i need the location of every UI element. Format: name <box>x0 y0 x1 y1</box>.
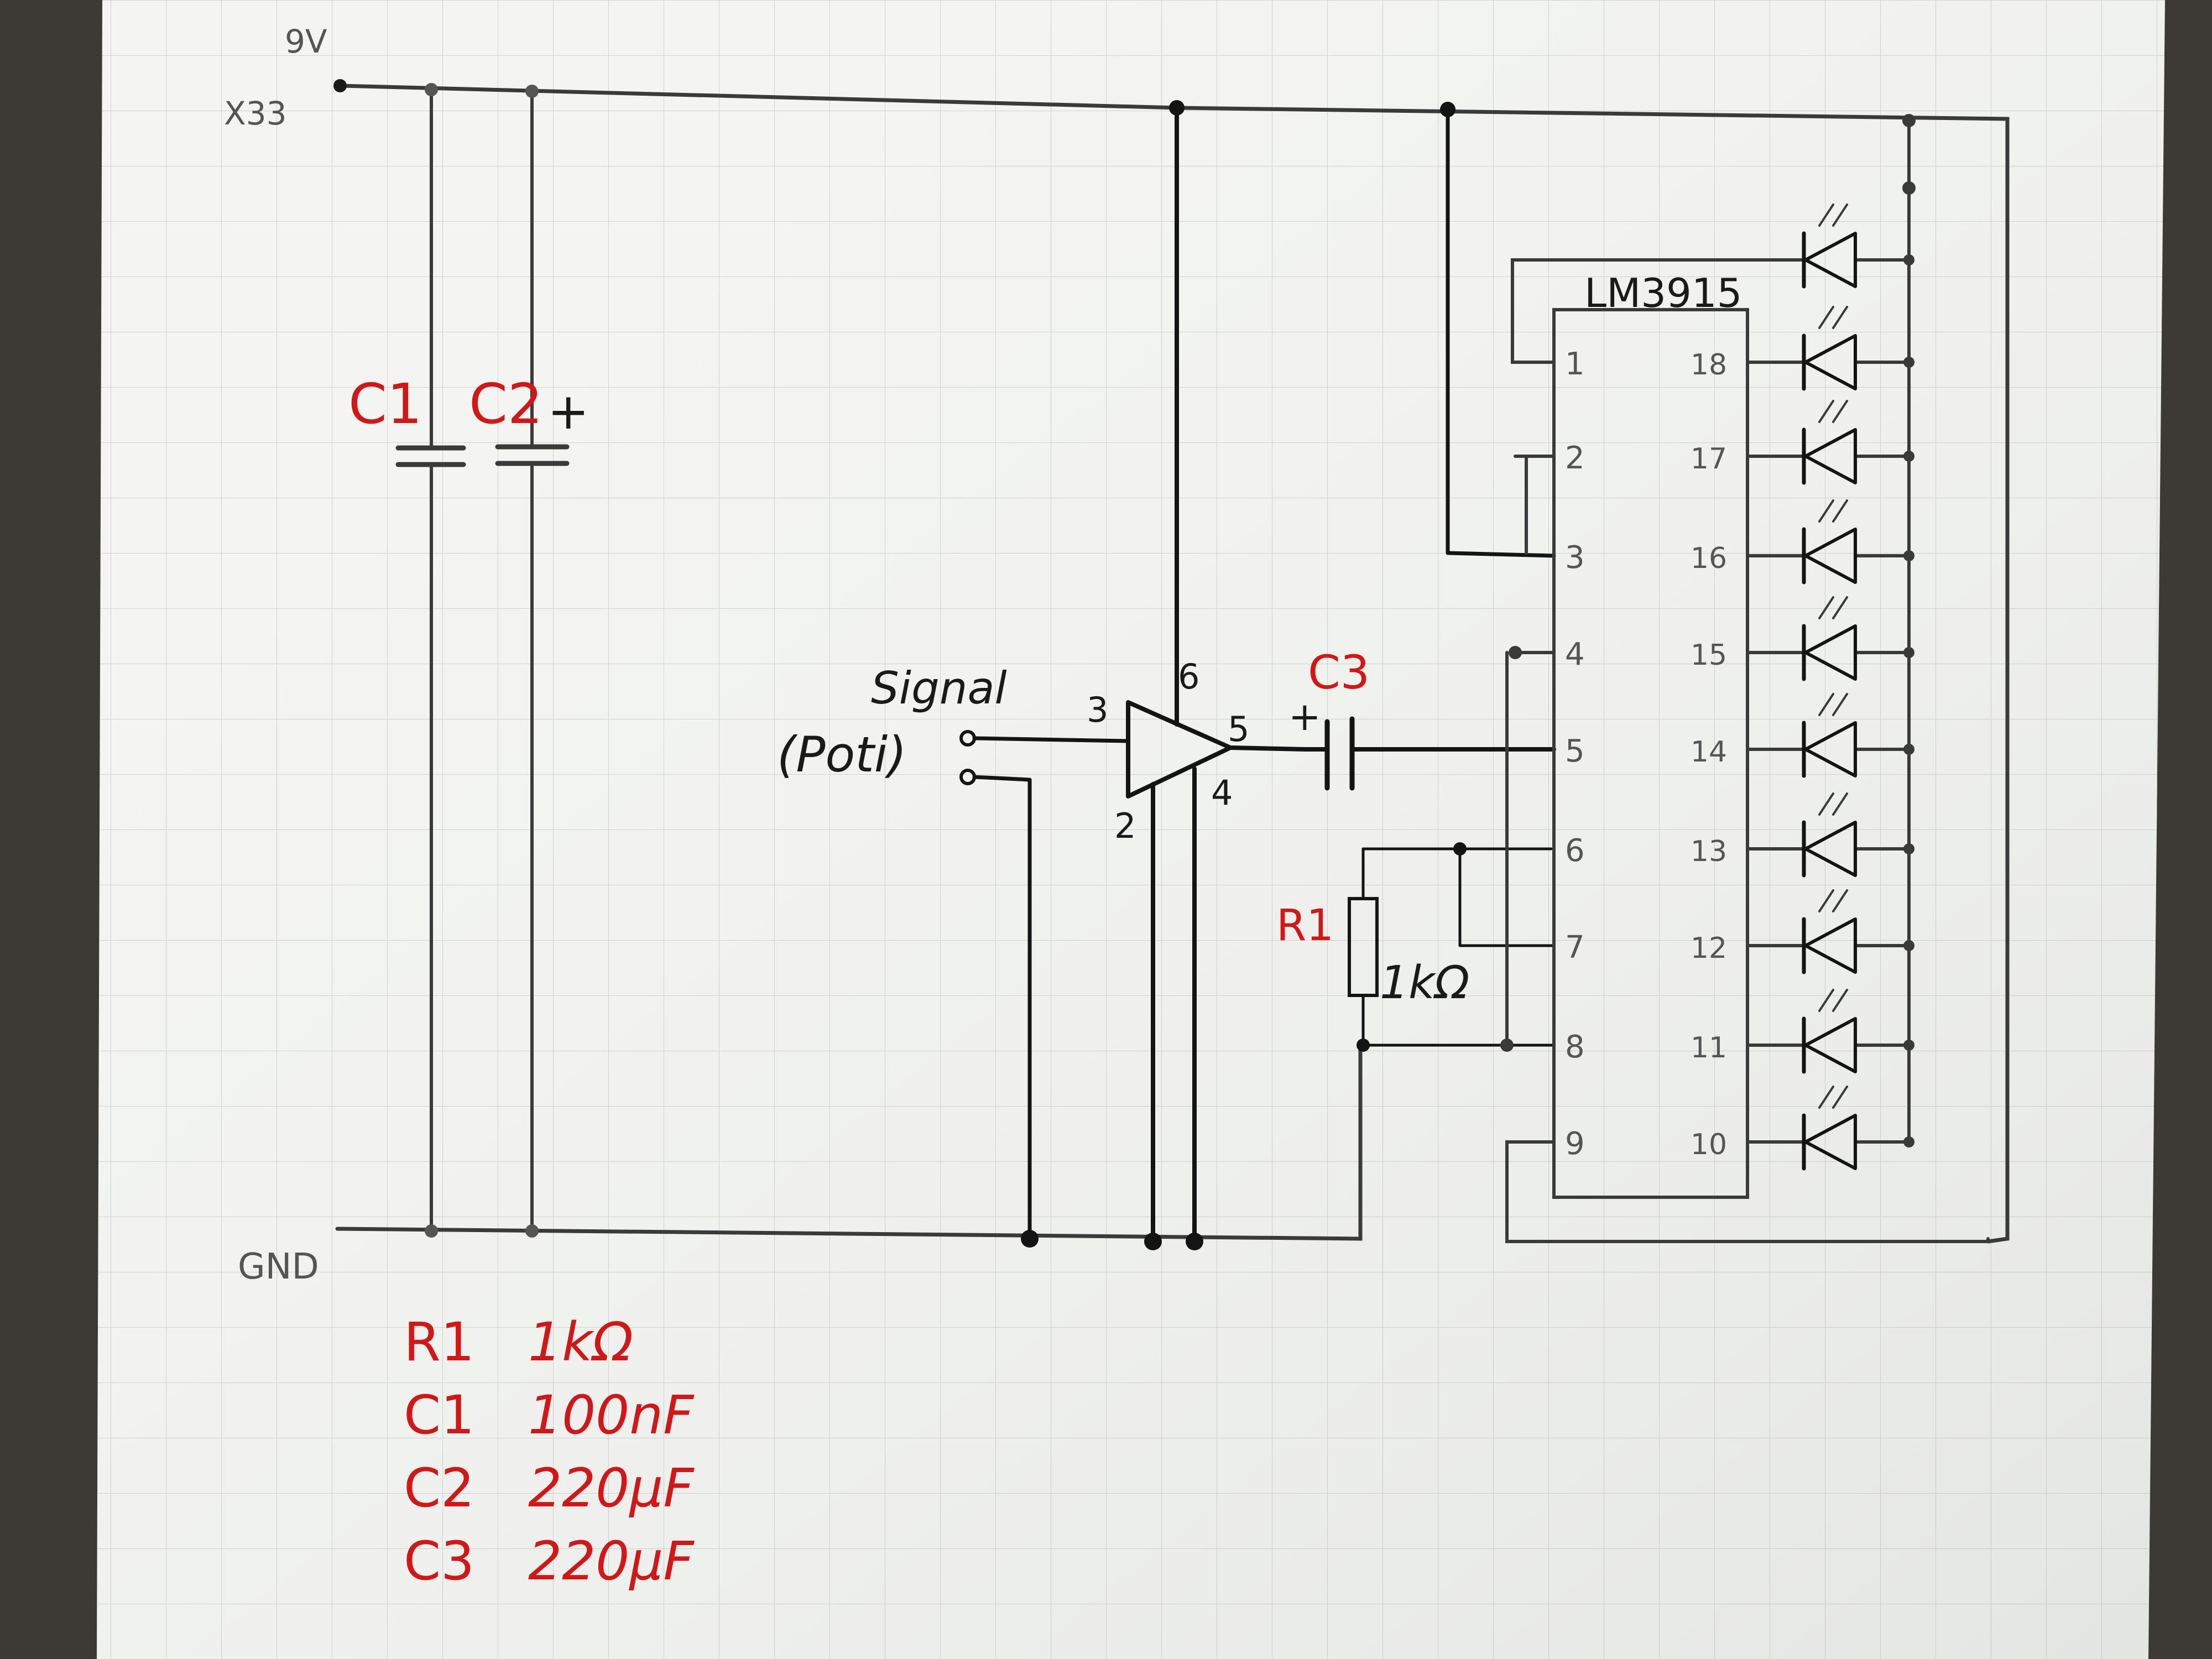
led <box>1746 1086 1914 1171</box>
ic-wiring <box>1440 102 1990 1243</box>
amp-pin-6: 6 <box>1178 656 1199 697</box>
parts-ref: C1 <box>404 1384 474 1446</box>
ic-pin-10: 10 <box>1691 1128 1727 1161</box>
led <box>1746 889 1914 974</box>
parts-ref: R1 <box>404 1311 474 1373</box>
c1-label: C1 <box>348 372 422 436</box>
ground-rail <box>335 1043 1363 1241</box>
ic-pin-7: 7 <box>1565 930 1585 966</box>
led <box>1746 693 1914 778</box>
ic-pin-16: 16 <box>1691 542 1727 575</box>
ic-pin-1: 1 <box>1565 346 1585 382</box>
led <box>1746 400 1914 485</box>
ic-pin-11: 11 <box>1691 1031 1727 1065</box>
led <box>1746 989 1914 1074</box>
input-terminals <box>959 730 1130 1248</box>
parts-value: 220µF <box>528 1530 695 1592</box>
ic-pin-5: 5 <box>1565 733 1585 769</box>
r1-label: R1 <box>1276 901 1334 951</box>
ic-pin-6: 6 <box>1565 833 1585 869</box>
signal-label: Signal <box>871 662 1007 714</box>
supply-sublabel: X33 <box>224 95 287 132</box>
ic-pin-18: 18 <box>1691 348 1727 382</box>
led <box>1746 596 1914 681</box>
ic-pin-13: 13 <box>1691 835 1727 868</box>
ic-pin-15: 15 <box>1691 639 1727 672</box>
poti-label: (Poti) <box>777 726 907 783</box>
parts-ref: C3 <box>404 1530 474 1592</box>
c2-label: C2 <box>469 372 542 436</box>
lm3915-chip <box>1552 308 1749 1199</box>
led-array <box>1746 204 1914 1171</box>
resistor-r1 <box>1348 842 1556 1052</box>
supply-label: 9V <box>285 23 327 60</box>
ic-pin-2: 2 <box>1565 440 1585 476</box>
r1-value: 1kΩ <box>1380 957 1469 1009</box>
led <box>1746 306 1914 391</box>
led-bus <box>1902 114 1916 1144</box>
ic-pin-3: 3 <box>1565 540 1585 576</box>
capacitor-c3 <box>1303 716 1556 791</box>
led <box>1746 792 1914 878</box>
ic-pin-9: 9 <box>1565 1126 1585 1162</box>
ic-pin-8: 8 <box>1565 1029 1585 1065</box>
ic-name: LM3915 <box>1584 270 1742 316</box>
ic-pin-12: 12 <box>1691 932 1727 965</box>
supply-rail <box>333 79 2010 1244</box>
amplifier-symbol <box>1126 100 1307 1250</box>
led <box>1746 499 1914 585</box>
parts-ref: C2 <box>404 1457 474 1519</box>
parts-list: R1 1kΩ C1 100nF C2 220µF C3 220µF <box>404 1311 695 1592</box>
c3-polarity: + <box>1288 694 1321 739</box>
amp-pin-5: 5 <box>1228 709 1249 749</box>
c3-label: C3 <box>1308 645 1370 700</box>
c2-polarity: + <box>547 383 589 441</box>
ic-pin-17: 17 <box>1691 442 1727 476</box>
ic-pin-14: 14 <box>1691 735 1727 769</box>
capacitor-c2 <box>495 85 570 1238</box>
capacitor-c1 <box>395 83 466 1238</box>
parts-value: 100nF <box>528 1384 695 1446</box>
ground-label: GND <box>238 1246 319 1287</box>
amp-pin-2: 2 <box>1114 806 1136 846</box>
led <box>1802 204 1914 289</box>
parts-value: 1kΩ <box>528 1311 633 1373</box>
amp-pin-3: 3 <box>1087 690 1108 730</box>
amp-pin-4: 4 <box>1211 773 1233 813</box>
ic-pin-4: 4 <box>1565 637 1585 672</box>
parts-value: 220µF <box>528 1457 695 1519</box>
